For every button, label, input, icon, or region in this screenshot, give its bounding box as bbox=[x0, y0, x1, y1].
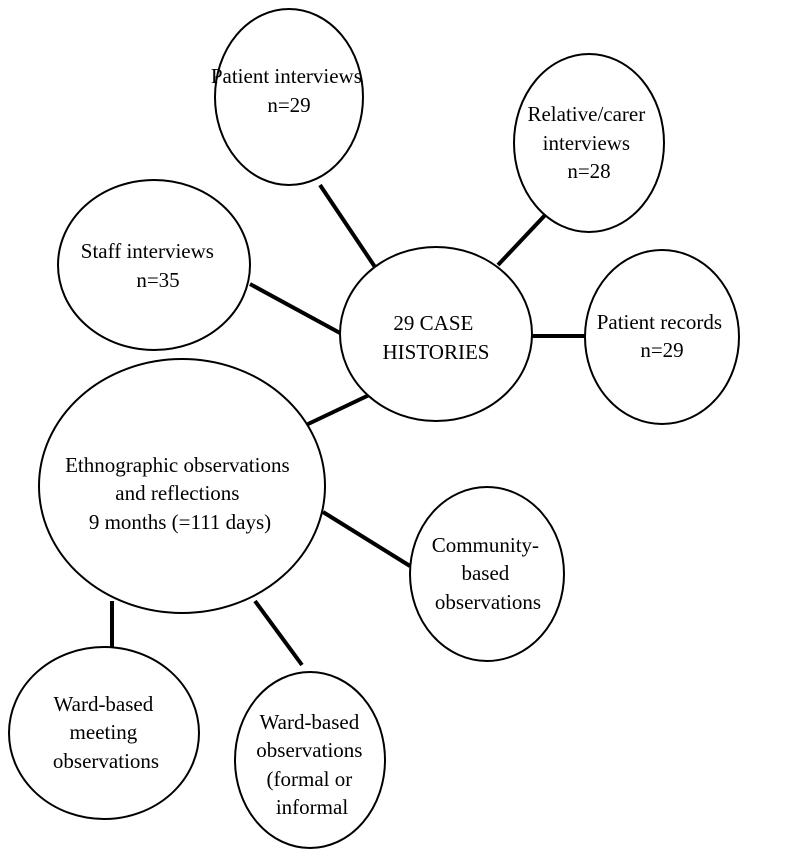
relative-carer-interviews-node: Relative/carer interviews n=28 bbox=[513, 53, 665, 233]
community-based-observations-label-line: observations bbox=[435, 590, 541, 614]
community-based-observations-node: Community- based observations bbox=[409, 486, 565, 662]
center-label: 29 CASE HISTORIES bbox=[383, 311, 490, 364]
ward-based-meeting-observations-ellipse bbox=[8, 646, 200, 820]
ward-based-meeting-observations-label-line: Ward-based bbox=[53, 692, 153, 716]
ethnographic-observations-ellipse bbox=[38, 358, 326, 614]
patient-interviews-ellipse bbox=[214, 8, 364, 186]
patient-interviews-node: Patient interviews n=29 bbox=[211, 8, 367, 186]
patient-records-label: Patient records n=29 bbox=[597, 310, 728, 362]
ethnographic-observations-node: Ethnographic observations and reflection… bbox=[38, 358, 326, 614]
staff-interviews-label-line: Staff interviews bbox=[81, 239, 214, 263]
ward-based-meeting-observations-label-line: observations bbox=[53, 749, 159, 773]
ward-based-observations-label-line: (formal or bbox=[267, 767, 353, 791]
ethnographic-observations-label: Ethnographic observations and reflection… bbox=[65, 453, 295, 534]
connector-community-based-observations bbox=[321, 510, 412, 568]
staff-interviews-node: Staff interviews n=35 bbox=[57, 179, 251, 351]
ethnographic-observations-label-line: 9 months (=111 days) bbox=[89, 510, 271, 534]
ward-based-observations-label-line: observations bbox=[256, 738, 362, 762]
center-label-line: HISTORIES bbox=[383, 340, 490, 364]
community-based-observations-label: Community- based observations bbox=[432, 533, 545, 614]
ethnographic-observations-label-line: Ethnographic observations bbox=[65, 453, 290, 477]
community-based-observations-label-line: Community- bbox=[432, 533, 539, 557]
ethnographic-observations-label-line: and reflections bbox=[115, 481, 239, 505]
relative-carer-interviews-label-line: Relative/carer bbox=[527, 102, 645, 126]
patient-records-node: Patient records n=29 bbox=[584, 249, 740, 425]
ward-based-meeting-observations-label-line: meeting bbox=[70, 720, 138, 744]
ward-based-observations-label-line: informal bbox=[276, 795, 348, 819]
connector-relative-carer-interviews bbox=[496, 210, 550, 267]
relative-carer-interviews-label-line: interviews bbox=[543, 131, 630, 155]
staff-interviews-label-line: n=35 bbox=[136, 268, 179, 292]
ward-based-meeting-observations-label: Ward-based meeting observations bbox=[53, 692, 159, 773]
patient-records-label-line: Patient records bbox=[597, 310, 722, 334]
community-based-observations-label-line: based bbox=[461, 561, 509, 585]
ward-based-observations-label-line: Ward-based bbox=[259, 710, 359, 734]
center-label-line: 29 CASE bbox=[393, 311, 473, 335]
ward-based-observations-node: Ward-based observations (formal or infor… bbox=[234, 671, 386, 849]
staff-interviews-label: Staff interviews n=35 bbox=[81, 239, 219, 292]
ward-based-observations-label: Ward-based observations (formal or infor… bbox=[256, 710, 367, 819]
relative-carer-interviews-ellipse bbox=[513, 53, 665, 233]
patient-records-label-line: n=29 bbox=[640, 338, 683, 362]
staff-interviews-ellipse bbox=[57, 179, 251, 351]
connector-ward-based-observations bbox=[253, 599, 304, 667]
relative-carer-interviews-label: Relative/carer interviews n=28 bbox=[527, 102, 650, 183]
connector-patient-interviews bbox=[318, 183, 377, 269]
patient-interviews-label-line: n=29 bbox=[267, 93, 310, 117]
center-ellipse bbox=[339, 246, 533, 422]
relative-carer-interviews-label-line: n=28 bbox=[567, 159, 610, 183]
community-based-observations-ellipse bbox=[409, 486, 565, 662]
center-node: 29 CASE HISTORIES bbox=[339, 246, 533, 422]
connector-staff-interviews bbox=[249, 282, 341, 335]
ward-based-observations-ellipse bbox=[234, 671, 386, 849]
patient-interviews-label-line: Patient interviews bbox=[211, 64, 362, 88]
patient-records-ellipse bbox=[584, 249, 740, 425]
ward-based-meeting-observations-node: Ward-based meeting observations bbox=[8, 646, 200, 820]
patient-interviews-label: Patient interviews n=29 bbox=[211, 64, 367, 117]
